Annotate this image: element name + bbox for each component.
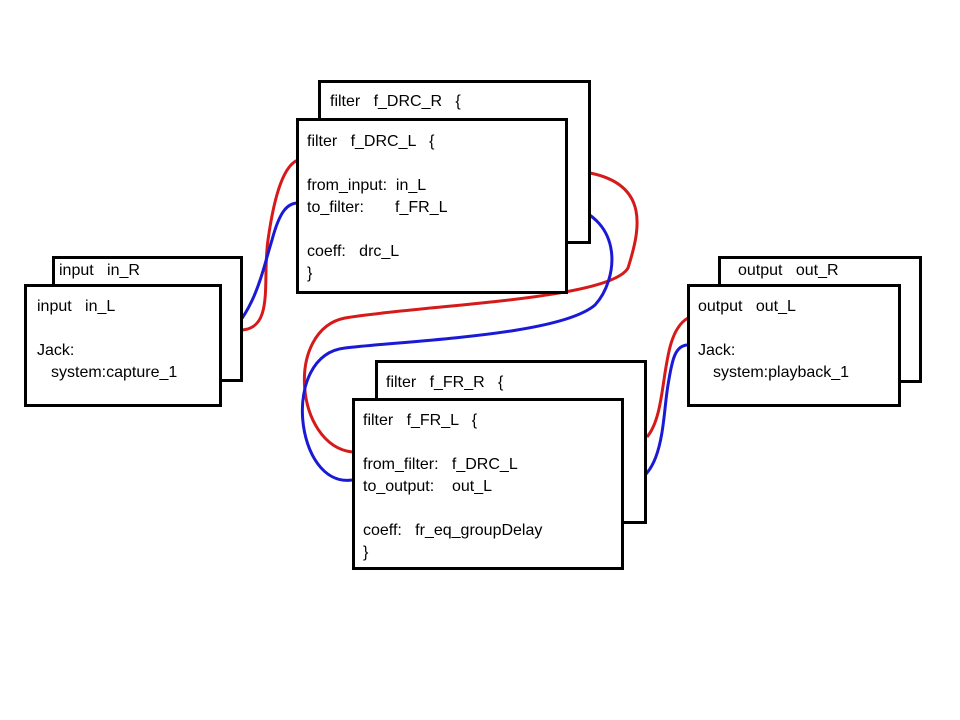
input-in-l-jack-port: system:capture_1 (51, 364, 178, 381)
input-in-l-jack-label: Jack: (37, 342, 75, 359)
output-out-l-jack-label: Jack: (698, 342, 736, 359)
filter-drc-l-close: } (307, 265, 313, 282)
filter-fr-l-coeff: coeff: fr_eq_groupDelay (363, 522, 543, 539)
filter-fr-l-from: from_filter: f_DRC_L (363, 456, 518, 473)
filter-drc-r-title: filter f_DRC_R { (330, 93, 461, 110)
output-out-r-title: output out_R (738, 262, 839, 279)
wire-drc-l-to-fr-l (300, 203, 614, 482)
filter-drc-l-coeff: coeff: drc_L (307, 243, 400, 260)
filter-drc-l-to: to_filter: f_FR_L (307, 199, 448, 216)
filter-drc-l-from: from_input: in_L (307, 177, 427, 194)
filter-drc-l-box: filter f_DRC_L { from_input: in_L to_fil… (296, 118, 568, 294)
output-out-l-box: output out_L Jack: system:playback_1 (687, 284, 901, 407)
input-in-l-title: input in_L (37, 298, 116, 315)
input-in-r-title: input in_R (59, 262, 140, 279)
output-out-l-jack-port: system:playback_1 (713, 364, 850, 381)
filter-fr-l-close: } (363, 544, 369, 561)
output-out-l-title: output out_L (698, 298, 796, 315)
filter-fr-r-title: filter f_FR_R { (386, 374, 504, 391)
wire-in-r-to-drc-r (239, 158, 299, 332)
wire-fr-l-to-out-l (623, 343, 689, 488)
filter-drc-l-title: filter f_DRC_L { (307, 133, 435, 150)
filter-fr-l-box: filter f_FR_L { from_filter: f_DRC_L to_… (352, 398, 624, 570)
wire-fr-r-to-out-r (645, 316, 689, 438)
filter-fr-l-to: to_output: out_L (363, 478, 492, 495)
filter-fr-l-title: filter f_FR_L { (363, 412, 478, 429)
input-in-l-box: input in_L Jack: system:capture_1 (24, 284, 222, 407)
